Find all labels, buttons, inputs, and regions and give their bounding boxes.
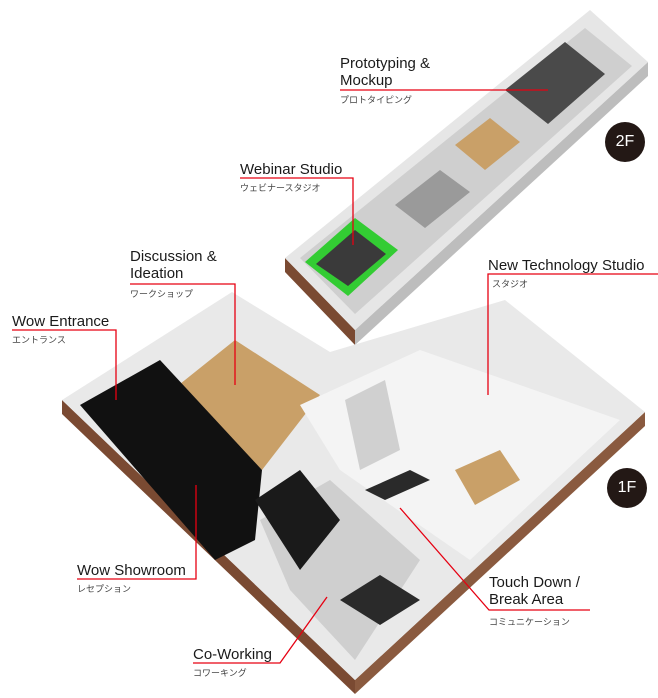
label-webinar: Webinar Studio xyxy=(240,161,343,178)
label-touchdown: Touch Down / Break Area xyxy=(489,574,580,608)
sublabel-discussion: ワークショップ xyxy=(130,290,194,300)
sublabel-webinar: ウェビナースタジオ xyxy=(240,184,321,194)
sublabel-prototyping: プロトタイピング xyxy=(340,96,413,106)
floor-badge-1f: 1F xyxy=(607,468,647,508)
sublabel-showroom: レセプション xyxy=(77,585,132,595)
showroom-floor xyxy=(80,360,262,560)
leader-showroom xyxy=(77,485,197,580)
floor-2f-model xyxy=(285,10,648,345)
label-entrance: Wow Entrance xyxy=(12,313,110,330)
sublabel-coworking: コワーキング xyxy=(193,669,247,679)
label-discussion: Discussion & Ideation xyxy=(130,248,217,282)
leader-lines xyxy=(12,89,658,664)
leader-discussion xyxy=(130,283,236,385)
floor-badge-2f: 2F xyxy=(605,122,645,162)
leader-touchdown xyxy=(399,507,590,611)
sublabel-touchdown: コミュニケーション xyxy=(489,618,570,628)
leader-entrance xyxy=(12,329,117,400)
label-coworking: Co-Working xyxy=(193,646,272,663)
prototyping-room xyxy=(505,42,605,124)
label-showroom: Wow Showroom xyxy=(77,562,186,579)
discussion-floor xyxy=(175,340,320,470)
sublabel-newtech: スタジオ xyxy=(492,280,529,290)
floor-1f-model xyxy=(62,292,645,694)
sublabel-entrance: エントランス xyxy=(12,336,66,346)
leader-coworking xyxy=(193,596,328,664)
label-prototyping: Prototyping & Mockup xyxy=(340,55,431,89)
leader-newtech xyxy=(487,273,658,395)
label-newtech: New Technology Studio xyxy=(488,257,645,274)
leader-webinar xyxy=(240,177,354,245)
